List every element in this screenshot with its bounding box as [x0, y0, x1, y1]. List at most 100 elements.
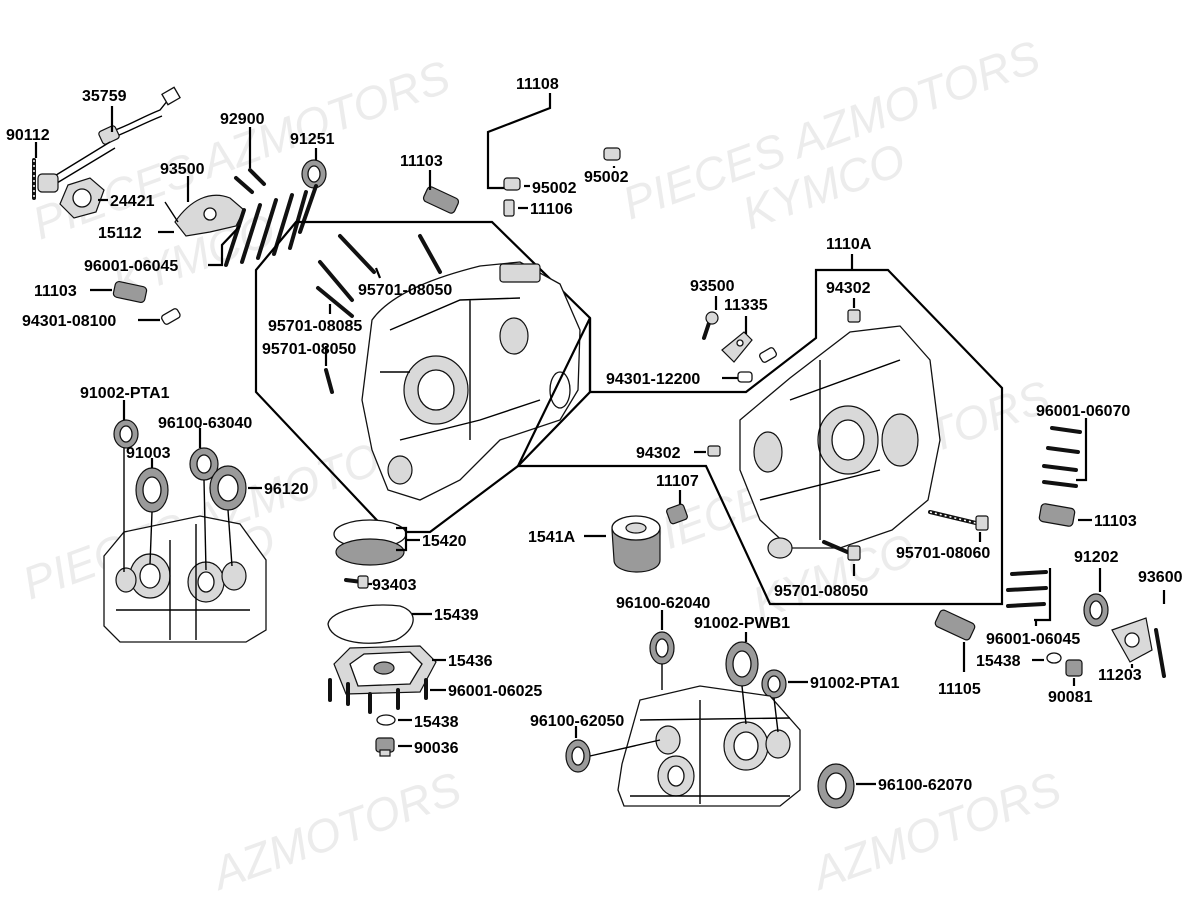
bearing-96100-62070 [817, 763, 855, 809]
callout-91002-PTA1-left: 91002-PTA1 [80, 385, 170, 402]
callout-93403: 93403 [372, 577, 417, 594]
callout-1541A: 1541A [528, 529, 576, 546]
gasket-24421 [59, 177, 105, 219]
callout-96001-06025: 96001-06025 [448, 683, 542, 700]
callout-95701-08050-a: 95701-08050 [358, 282, 452, 299]
bushing-11103-top [422, 186, 460, 214]
callout-95701-08050-c: 95701-08050 [774, 583, 868, 600]
callout-91251: 91251 [290, 131, 335, 148]
crankcase-left-inner [103, 515, 267, 643]
callout-11103-left: 11103 [34, 283, 77, 300]
callout-1110A: 1110A [826, 236, 872, 253]
bolts-96001-06045-right [1006, 570, 1048, 608]
bearing-96100-62040 [649, 631, 675, 665]
callout-94301-12200: 94301-12200 [606, 371, 700, 388]
bushing-11103-right [1038, 503, 1076, 527]
callout-91003: 91003 [126, 445, 171, 462]
dowel-94302-b [707, 445, 721, 457]
group-outline-left-case [254, 220, 592, 534]
gasket-15439 [327, 604, 414, 644]
bolt-93403 [344, 575, 369, 589]
callout-93500: 93500 [160, 161, 205, 178]
callout-92900: 92900 [220, 111, 265, 128]
callout-11335: 11335 [724, 297, 768, 314]
callout-91002-PTA1-right: 91002-PTA1 [810, 675, 900, 692]
sensor-35759 [37, 86, 181, 193]
callout-15438-center: 15438 [414, 714, 459, 731]
tube-11108 [503, 90, 634, 191]
bolt-95701-08050-c [822, 540, 861, 561]
pin-94301-08100 [161, 308, 181, 325]
callout-93500-right: 93500 [690, 278, 735, 295]
oil-filter-1541A [611, 515, 661, 573]
pin-11106 [503, 199, 515, 217]
callout-15436: 15436 [448, 653, 493, 670]
callout-95002-b: 95002 [584, 169, 629, 186]
plate-11203 [1111, 617, 1153, 663]
callout-15112: 15112 [98, 225, 142, 242]
callout-24421: 24421 [110, 193, 155, 210]
bolts-96001-06025 [328, 678, 428, 714]
bearing-91002-PTA1-right [761, 669, 787, 699]
callout-95701-08050-b: 95701-08050 [262, 341, 356, 358]
bearing-96100-62050 [565, 739, 591, 773]
callout-91002-PWB1: 91002-PWB1 [694, 615, 790, 632]
callout-94302-b: 94302 [636, 445, 681, 462]
callout-11103-top: 11103 [400, 153, 443, 170]
watermark: AZMOTORS [203, 762, 468, 900]
callout-90036: 90036 [414, 740, 459, 757]
callout-90081: 90081 [1048, 689, 1093, 706]
bearing-96100-63040 [189, 447, 219, 481]
gasket-15420 [333, 519, 407, 566]
leader-lines-right-bearings [589, 664, 779, 757]
callout-96120: 96120 [264, 481, 309, 498]
bearing-91002-PTA1-left [113, 419, 139, 449]
callout-96001-06045-top: 96001-06045 [84, 258, 178, 275]
callout-96100-62040: 96100-62040 [616, 595, 710, 612]
callout-96001-06045-right: 96001-06045 [986, 631, 1080, 648]
bolts-96001-06070 [1042, 426, 1082, 488]
seal-91202 [1083, 593, 1109, 627]
bearing-91002-PWB1 [725, 641, 759, 687]
callout-95002-a: 95002 [532, 180, 577, 197]
oil-pan-15436 [333, 645, 437, 695]
callout-11105: 11105 [938, 681, 981, 698]
bolts-92900 [234, 168, 266, 194]
bracket-93600 [1154, 628, 1166, 678]
crankcase-left-half [361, 261, 581, 501]
oring-15438-center [376, 714, 396, 726]
callout-15438-right: 15438 [976, 653, 1021, 670]
dowel-94302-a [847, 309, 861, 323]
callout-11107: 11107 [656, 473, 699, 490]
callout-91202: 91202 [1074, 549, 1119, 566]
callout-93600: 93600 [1138, 569, 1183, 586]
callout-94301-08100: 94301-08100 [22, 313, 116, 330]
callout-90112: 90112 [6, 127, 50, 144]
callout-96100-62050: 96100-62050 [530, 713, 624, 730]
callout-96100-62070: 96100-62070 [878, 777, 972, 794]
callout-35759: 35759 [82, 88, 127, 105]
plate-11335 [721, 331, 753, 363]
cover-15112 [164, 194, 245, 237]
leader-lines-left-bearings [123, 448, 233, 572]
bushing-11105 [934, 609, 976, 641]
callout-15439: 15439 [434, 607, 479, 624]
callout-11203: 11203 [1098, 667, 1142, 684]
callout-96001-06070: 96001-06070 [1036, 403, 1130, 420]
callout-11103-right: 11103 [1094, 513, 1137, 530]
callout-11108: 11108 [516, 76, 559, 93]
sensor-90081 [1065, 659, 1083, 677]
callout-15420: 15420 [422, 533, 467, 550]
callout-95701-08085: 95701-08085 [268, 318, 362, 335]
bolts-95701-group [316, 234, 442, 394]
callout-96100-63040: 96100-63040 [158, 415, 252, 432]
callout-11106: 11106 [530, 201, 573, 218]
drain-bolt-90036 [375, 737, 395, 757]
bushing-11103-left [112, 280, 148, 304]
oring-15438-right [1046, 652, 1062, 664]
pin-94301-12200 [737, 347, 777, 383]
crankcase-right-inner [617, 685, 801, 807]
callout-94302-a: 94302 [826, 280, 871, 297]
seal-91251 [301, 159, 327, 189]
